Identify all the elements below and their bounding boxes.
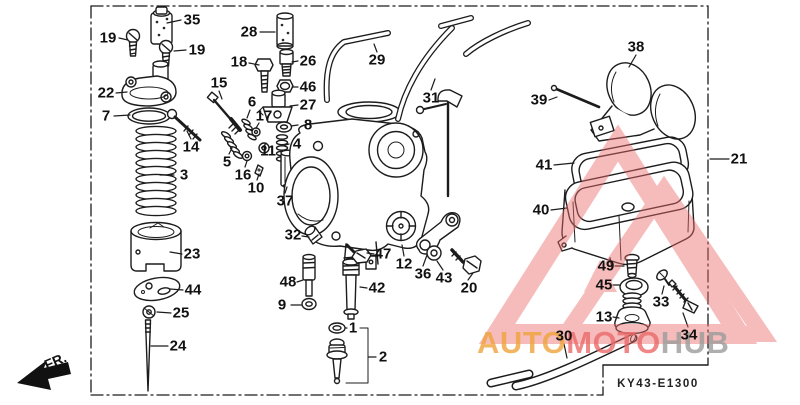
part-13-drain: [614, 292, 651, 335]
part-35-drawing: [150, 6, 173, 45]
part-6-spring: [241, 118, 257, 141]
part-5-spring: [220, 131, 244, 159]
part-15-screw: [206, 91, 242, 135]
part-1-washer: [328, 322, 346, 334]
leader-lines: [113, 19, 730, 359]
part-18-bolt: [254, 58, 274, 93]
part-38-floats: [589, 62, 697, 142]
drawing-frame: [90, 5, 709, 396]
part-11-washer: [258, 142, 270, 154]
part-31-tube: [395, 15, 531, 122]
part-34-screw: [668, 279, 699, 314]
bracket-1-2: [345, 327, 369, 384]
part-30-tubes: [486, 333, 638, 391]
part-8-washer: [275, 121, 293, 133]
part-48-jet: [302, 253, 316, 297]
part-2-valve: [326, 338, 348, 385]
part-20-bolt: [450, 248, 482, 275]
part-40-bowl: [557, 161, 695, 269]
part-32-jet: [304, 225, 323, 245]
part-3-spring: [135, 125, 177, 217]
part-17-washer: [251, 127, 261, 137]
part-22-drawing: [121, 60, 177, 107]
part-14-screw: [166, 108, 202, 142]
part-19-screw-left: [125, 28, 141, 57]
part-23-drawing: [130, 221, 182, 272]
part-12-wheel: [385, 210, 417, 242]
part-16-ring: [241, 150, 253, 162]
part-29-tube: [323, 30, 391, 103]
part-25-clip: [142, 305, 156, 319]
part-10-tip: [254, 164, 264, 177]
part-39-pin: [550, 84, 601, 109]
part-26-jet: [279, 48, 294, 77]
part-42-jet: [342, 258, 360, 320]
part-36-arm: [415, 212, 461, 255]
part-27-fitting: [258, 89, 293, 123]
part-9-oring: [301, 297, 317, 311]
part-44-drawing: [133, 276, 181, 302]
part-43-washer: [426, 245, 442, 261]
part-28-drawing: [276, 12, 294, 50]
diagram-code: KY43-E1300: [617, 378, 699, 390]
part-49-screw: [624, 253, 640, 279]
part-24-needle: [144, 319, 152, 392]
fr-arrow-icon: [17, 360, 71, 390]
part-7-oring: [127, 107, 171, 125]
part-47-bolt: [345, 243, 372, 264]
part-33-screw: [656, 269, 670, 286]
